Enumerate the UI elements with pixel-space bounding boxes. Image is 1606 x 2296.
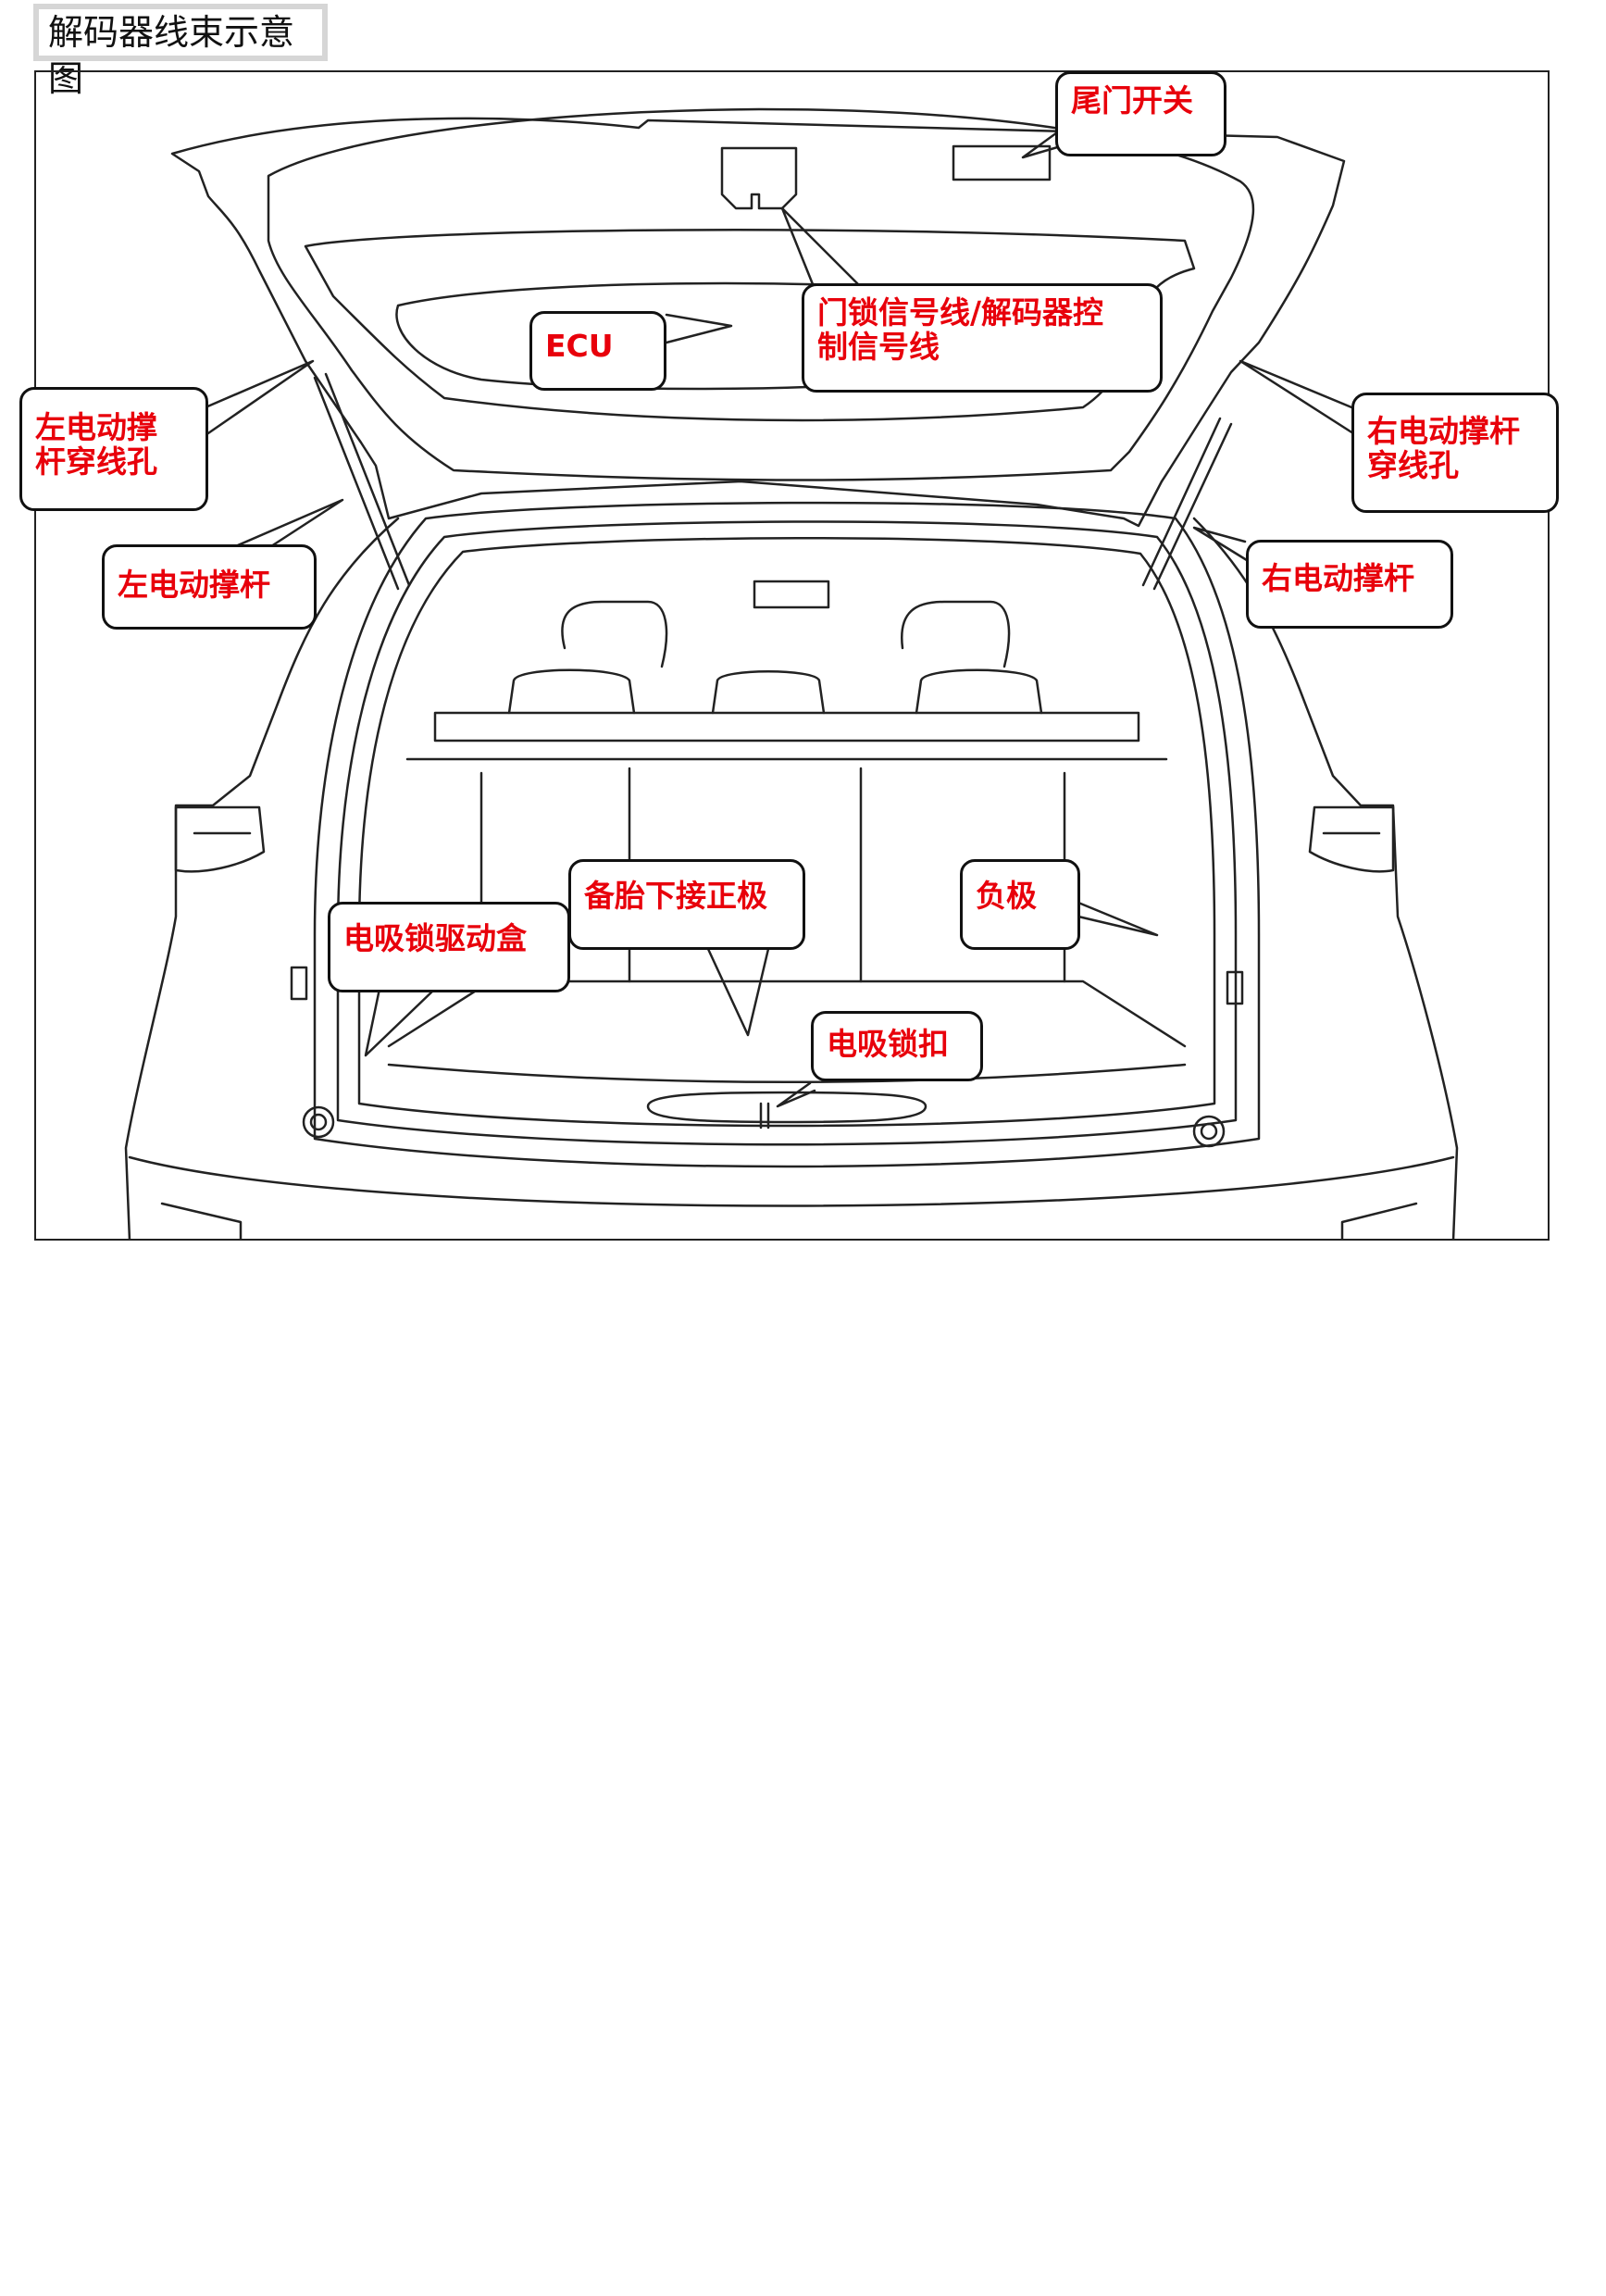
headrest-left	[507, 668, 636, 715]
leader-negative	[1077, 901, 1159, 937]
leader-right-strut-hole	[1239, 359, 1358, 437]
headrest-right	[915, 668, 1043, 715]
callout-negative: 负极	[960, 859, 1080, 950]
page-title: 解码器线束示意图	[33, 4, 328, 99]
striker-slot	[759, 1102, 770, 1129]
leader-right-strut	[1192, 526, 1256, 567]
leader-lock-signal	[780, 206, 863, 291]
leader-spare-positive	[706, 947, 770, 1037]
rear-handle	[646, 1091, 927, 1124]
callout-spare-positive: 备胎下接正极	[568, 859, 805, 950]
leader-left-strut	[230, 498, 344, 550]
callout-suction-striker: 电吸锁扣	[811, 1011, 983, 1081]
cargo-opening-outer	[313, 501, 1261, 1168]
callout-tailgate-switch: 尾门开关	[1055, 71, 1226, 156]
left-strut	[313, 372, 411, 591]
cargo-cover	[433, 711, 1140, 742]
leader-ecu	[665, 313, 733, 344]
callout-ecu: ECU	[529, 311, 666, 391]
tailgate-outer	[170, 117, 1346, 528]
callout-suction-lock-box: 电吸锁驱动盒	[328, 902, 570, 992]
left-reflector	[302, 1105, 335, 1139]
diagram-frame	[34, 70, 1550, 1241]
tailgate-switch-box	[952, 144, 1052, 181]
cargo-opening-mid	[336, 520, 1238, 1146]
callout-left-strut-hole: 左电动撑 杆穿线孔	[19, 387, 208, 511]
right-reflector	[1192, 1115, 1226, 1148]
car-rear-line-drawing	[124, 107, 1459, 1241]
left-tail-light	[174, 805, 266, 873]
leader-suction-lock-box	[364, 987, 437, 1057]
seat-right	[900, 600, 1011, 668]
right-strut	[1141, 417, 1233, 591]
headrest-center	[711, 670, 826, 715]
lock-bracket	[720, 146, 798, 210]
left-side-marker	[290, 966, 308, 1001]
rear-bumper	[128, 1155, 1455, 1241]
callout-lock-signal: 门锁信号线/解码器控 制信号线	[802, 283, 1163, 393]
right-side-marker	[1226, 970, 1244, 1005]
interior-light	[753, 580, 830, 609]
callout-right-strut: 右电动撑杆	[1246, 540, 1453, 629]
seat-left	[561, 600, 668, 668]
right-tail-light	[1308, 805, 1395, 873]
callout-right-strut-hole: 右电动撑杆 穿线孔	[1351, 393, 1559, 513]
callout-left-strut: 左电动撑杆	[102, 544, 317, 630]
tailgate-inner	[267, 107, 1255, 481]
leader-left-strut-hole	[204, 359, 315, 437]
cargo-floor	[387, 980, 1187, 1083]
cargo-opening-inner	[357, 537, 1216, 1128]
leader-suction-striker	[776, 1081, 816, 1108]
